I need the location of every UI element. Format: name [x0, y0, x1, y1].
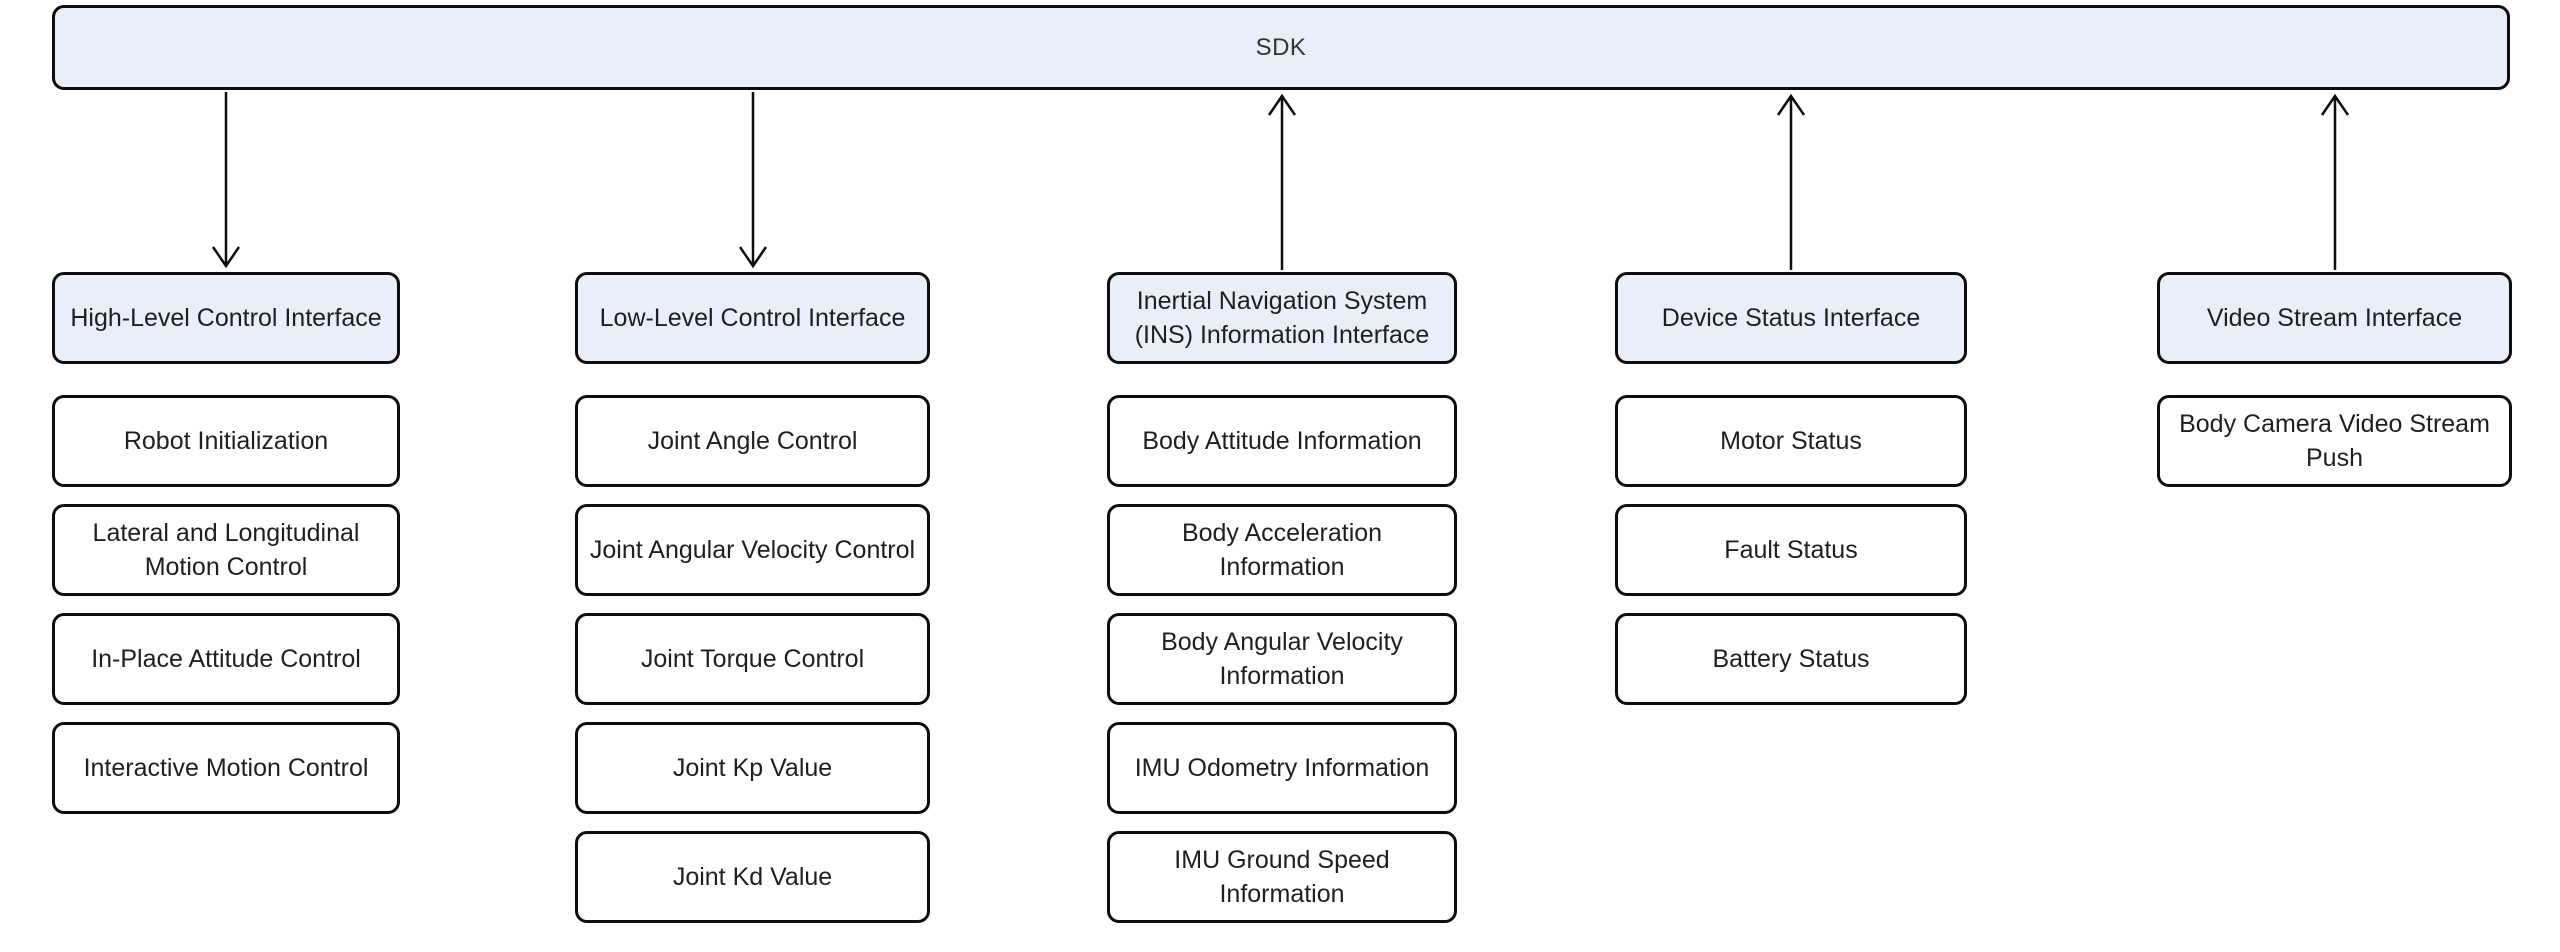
item-label: Interactive Motion Control — [83, 754, 369, 782]
item-label: Joint Torque Control — [640, 645, 865, 673]
arrow-up-icon — [1267, 93, 1297, 270]
item-label: IMU Ground Speed Information — [1174, 846, 1390, 908]
item-node: Joint Angle Control — [575, 395, 930, 487]
item-node: Joint Kp Value — [575, 722, 930, 814]
item-label: Joint Angular Velocity Control — [589, 536, 916, 564]
interface-header-label: Device Status Interface — [1661, 304, 1921, 332]
item-node: Joint Kd Value — [575, 831, 930, 923]
interface-header-node: High-Level Control Interface — [52, 272, 400, 364]
interface-header-node: Device Status Interface — [1615, 272, 1967, 364]
item-label: Body Camera Video Stream Push — [2179, 410, 2490, 472]
column-video-stream-interface: Video Stream Interface Body Camera Video… — [2157, 0, 2512, 952]
interface-header-label: Video Stream Interface — [2206, 304, 2463, 332]
item-label: Fault Status — [1724, 536, 1858, 564]
sdk-root-node: SDK — [52, 5, 2510, 90]
item-label: Robot Initialization — [123, 427, 329, 455]
item-node: IMU Odometry Information — [1107, 722, 1457, 814]
item-label: Body Angular Velocity Information — [1161, 628, 1403, 690]
item-label: Battery Status — [1712, 645, 1870, 673]
sdk-label: SDK — [1255, 33, 1307, 61]
item-node: Body Attitude Information — [1107, 395, 1457, 487]
item-label: Joint Angle Control — [647, 427, 858, 455]
item-node: IMU Ground Speed Information — [1107, 831, 1457, 923]
interface-header-node: Video Stream Interface — [2157, 272, 2512, 364]
column-low-level-control-interface: Low-Level Control Interface Joint Angle … — [575, 0, 930, 952]
item-node: Robot Initialization — [52, 395, 400, 487]
arrow-up-icon — [2320, 93, 2349, 270]
interface-header-label: High-Level Control Interface — [70, 304, 382, 332]
item-node: Lateral and Longitudinal Motion Control — [52, 504, 400, 596]
item-node: In-Place Attitude Control — [52, 613, 400, 705]
item-label: IMU Odometry Information — [1134, 754, 1430, 782]
item-node: Joint Angular Velocity Control — [575, 504, 930, 596]
column-ins-information-interface: Inertial Navigation System (INS) Informa… — [1107, 0, 1457, 952]
item-node: Body Camera Video Stream Push — [2157, 395, 2512, 487]
arrow-up-icon — [1776, 93, 1806, 270]
arrow-down-icon — [738, 92, 767, 269]
item-node: Body Acceleration Information — [1107, 504, 1457, 596]
item-node: Joint Torque Control — [575, 613, 930, 705]
item-node: Fault Status — [1615, 504, 1967, 596]
item-label: Motor Status — [1720, 427, 1862, 455]
item-node: Body Angular Velocity Information — [1107, 613, 1457, 705]
item-node: Motor Status — [1615, 395, 1967, 487]
column-high-level-control-interface: High-Level Control Interface Robot Initi… — [52, 0, 400, 952]
item-label: Body Attitude Information — [1142, 427, 1422, 455]
item-label: Joint Kp Value — [672, 754, 833, 782]
item-node: Battery Status — [1615, 613, 1967, 705]
item-node: Interactive Motion Control — [52, 722, 400, 814]
interface-header-node: Low-Level Control Interface — [575, 272, 930, 364]
interface-header-label: Inertial Navigation System (INS) Informa… — [1134, 287, 1430, 349]
item-label: Body Acceleration Information — [1181, 519, 1383, 581]
item-label: In-Place Attitude Control — [91, 645, 361, 673]
item-label: Lateral and Longitudinal Motion Control — [92, 519, 360, 581]
interface-header-label: Low-Level Control Interface — [599, 304, 906, 332]
arrow-down-icon — [211, 92, 241, 269]
item-label: Joint Kd Value — [672, 863, 833, 891]
interface-header-node: Inertial Navigation System (INS) Informa… — [1107, 272, 1457, 364]
